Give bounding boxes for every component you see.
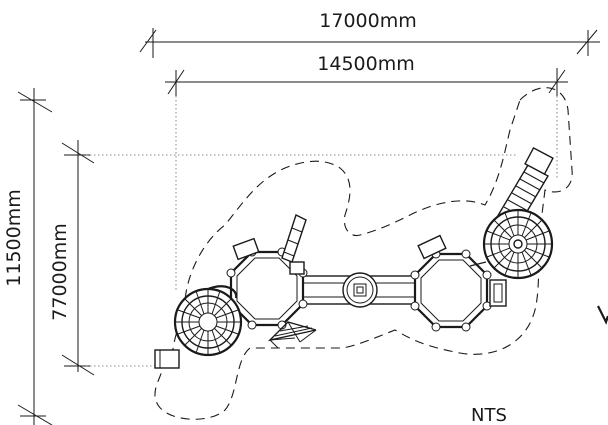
center-post [342, 272, 378, 308]
left-spiral-slide [154, 285, 243, 369]
right-slide-exit [524, 146, 554, 176]
overall-width-label: 17000mm [319, 10, 416, 32]
inner-width-label: 14500mm [317, 53, 414, 75]
play-structure [154, 146, 554, 369]
left-step [289, 261, 305, 275]
right-panel [417, 234, 447, 260]
scale-note: NTS [471, 405, 507, 425]
dimension-lines [17, 28, 600, 425]
safety-zone-boundary [154, 87, 573, 420]
overall-depth-label: 11500mm [3, 189, 25, 286]
inner-depth-label: 77000mm [49, 223, 71, 320]
right-spiral-slide [469, 146, 554, 280]
left-panel [232, 237, 260, 261]
edge-mark-icon [597, 305, 608, 325]
left-slide-exit [154, 349, 180, 369]
left-net-climber [267, 321, 317, 349]
left-ladder [281, 214, 307, 263]
